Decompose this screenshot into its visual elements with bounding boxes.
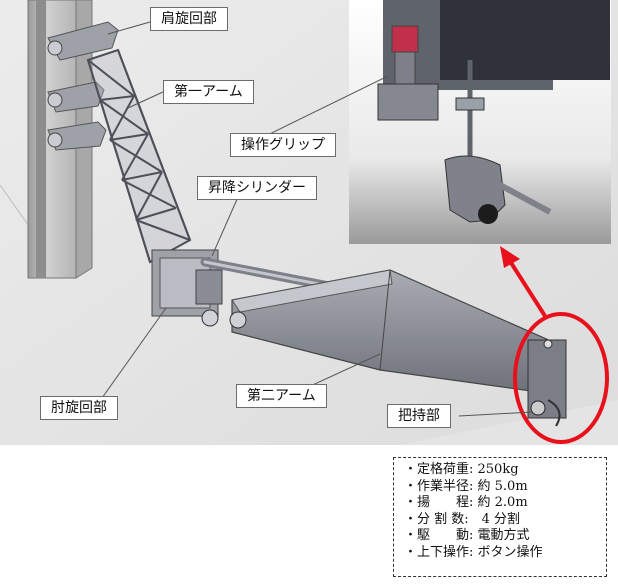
spec-lift: ・揚 程: 約 2.0m [404, 495, 528, 510]
spec-control: ・上下操作: ボタン操作 [404, 544, 543, 560]
highlight-annotation [500, 246, 609, 444]
label-gripper: 把持部 [387, 404, 451, 428]
spec-box: ・定格荷重: 250kg ・作業半径: 約 5.0m ・揚 程: 約 2.0m … [393, 457, 607, 577]
spec-rated-load: ・定格荷重: 250kg [404, 462, 519, 477]
label-first-arm: 第一アーム [163, 80, 254, 104]
label-second-arm: 第二アーム [236, 384, 327, 408]
spec-radius: ・作業半径: 約 5.0m [404, 478, 528, 494]
label-elbow: 肘旋回部 [40, 396, 118, 420]
gripper [527, 339, 567, 427]
first-arm-truss [86, 48, 192, 264]
grip-inset [349, 0, 611, 244]
shoulder-mount [47, 21, 119, 151]
spec-drive: ・駆 動: 電動方式 [404, 528, 530, 543]
spec-divisions: ・分 割 数: 4 分割 [404, 511, 521, 527]
label-shoulder: 肩旋回部 [150, 7, 228, 31]
label-cylinder: 昇降シリンダー [197, 176, 317, 200]
label-grip: 操作グリップ [230, 133, 336, 157]
